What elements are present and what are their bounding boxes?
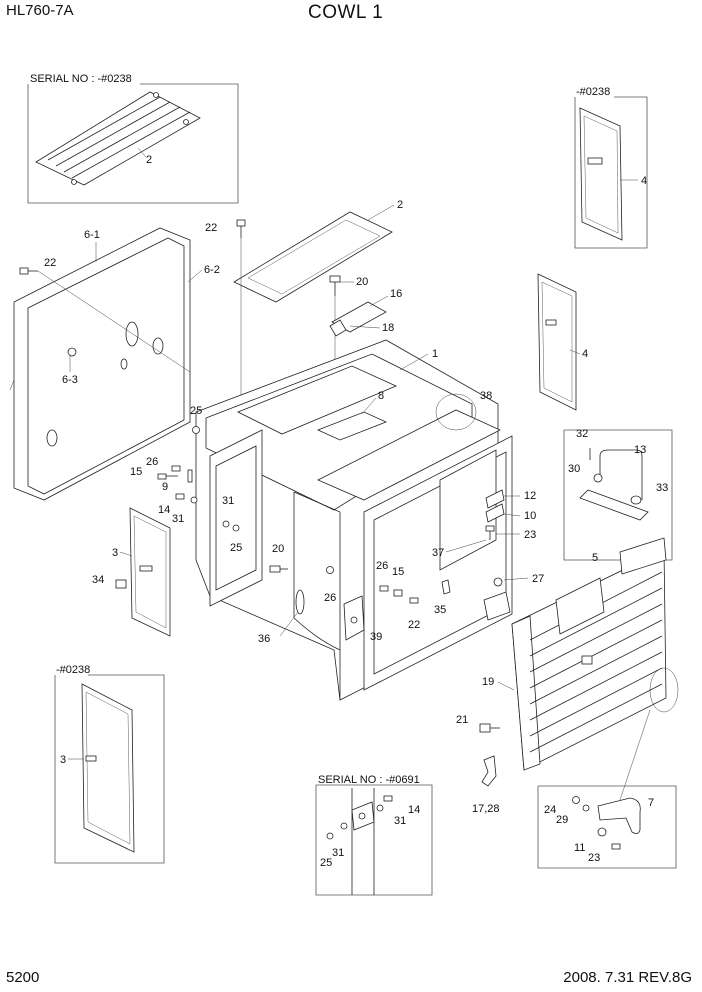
page-title: COWL 1 bbox=[308, 2, 384, 23]
model-label: HL760-7A bbox=[6, 2, 74, 19]
callout-22c: 22 bbox=[408, 619, 420, 631]
callout-19: 19 bbox=[482, 676, 494, 688]
revision-date: 2008. 7.31 REV.8G bbox=[563, 969, 692, 986]
callout-9: 9 bbox=[162, 481, 168, 493]
callout-32: 32 bbox=[576, 428, 588, 440]
callout-3a: 3 bbox=[112, 547, 118, 559]
bracket-18 bbox=[329, 319, 347, 337]
callout-14a: 14 bbox=[158, 504, 170, 516]
callout-31d: 31 bbox=[332, 847, 344, 859]
callout-10: 10 bbox=[524, 510, 536, 522]
callout-24: 24 bbox=[544, 804, 556, 816]
callout-36: 36 bbox=[258, 633, 270, 645]
callout-1: 1 bbox=[432, 348, 438, 360]
callout-17-28: 17,28 bbox=[472, 803, 500, 815]
callout-16: 16 bbox=[390, 288, 402, 300]
callout-15a: 15 bbox=[130, 466, 142, 478]
inset-door-4-top bbox=[574, 96, 648, 249]
serial-label-top: SERIAL NO : -#0238 bbox=[30, 73, 132, 85]
callout-6-2: 6-2 bbox=[204, 264, 220, 276]
inset-serial-top bbox=[27, 83, 239, 204]
callout-23a: 23 bbox=[524, 529, 536, 541]
callout-2a: 2 bbox=[146, 154, 152, 166]
side-panel-6 bbox=[9, 227, 191, 501]
callout-34: 34 bbox=[92, 574, 104, 586]
callout-25a: 25 bbox=[190, 405, 202, 417]
callout-6-1: 6-1 bbox=[84, 229, 100, 241]
serial-label-right: -#0238 bbox=[576, 86, 610, 98]
callout-26a: 26 bbox=[146, 456, 158, 468]
callout-3b: 3 bbox=[60, 754, 66, 766]
latch-34 bbox=[115, 579, 127, 589]
callout-27: 27 bbox=[532, 573, 544, 585]
callout-13: 13 bbox=[634, 444, 646, 456]
inset-door-3-bottom bbox=[54, 674, 165, 864]
callout-25b: 25 bbox=[230, 542, 242, 554]
callout-35: 35 bbox=[434, 604, 446, 616]
inset-handle-13 bbox=[563, 429, 673, 561]
callout-18: 18 bbox=[382, 322, 394, 334]
top-grill bbox=[233, 211, 393, 303]
serial-label-bottom: SERIAL NO : -#0691 bbox=[318, 774, 420, 786]
callout-15b: 15 bbox=[392, 566, 404, 578]
callout-26b: 26 bbox=[324, 592, 336, 604]
callout-20a: 20 bbox=[356, 276, 368, 288]
door-3-left bbox=[129, 507, 171, 637]
callout-12: 12 bbox=[524, 490, 536, 502]
callout-14b: 14 bbox=[408, 804, 420, 816]
callout-31b: 31 bbox=[222, 495, 234, 507]
callout-38: 38 bbox=[480, 390, 492, 402]
hardware-left bbox=[157, 426, 288, 573]
callout-21: 21 bbox=[456, 714, 468, 726]
bolt-21 bbox=[479, 723, 500, 733]
callout-31c: 31 bbox=[394, 815, 406, 827]
callout-20b: 20 bbox=[272, 543, 284, 555]
callout-37: 37 bbox=[432, 547, 444, 559]
callout-2b: 2 bbox=[397, 199, 403, 211]
serial-label-left: -#0238 bbox=[56, 664, 90, 676]
callout-23b: 23 bbox=[588, 852, 600, 864]
callout-22b: 22 bbox=[44, 257, 56, 269]
radiator-grille-5 bbox=[511, 537, 679, 771]
callout-33: 33 bbox=[656, 482, 668, 494]
callout-11: 11 bbox=[574, 842, 585, 854]
inset-latch-7 bbox=[537, 785, 677, 869]
bolt-22-top bbox=[236, 219, 246, 398]
callout-31a: 31 bbox=[172, 513, 184, 525]
callout-6-3: 6-3 bbox=[62, 374, 78, 386]
callout-29: 29 bbox=[556, 814, 568, 826]
page-number: 5200 bbox=[6, 969, 40, 986]
cowl-body-1 bbox=[195, 339, 513, 701]
hardware-right bbox=[483, 489, 511, 621]
hardware-center bbox=[326, 566, 451, 641]
door-4-right bbox=[537, 273, 577, 411]
callout-5: 5 bbox=[592, 552, 598, 564]
callout-4a: 4 bbox=[641, 175, 647, 187]
callout-26c: 26 bbox=[376, 560, 388, 572]
inset-serial-bottom bbox=[315, 784, 433, 896]
callout-4b: 4 bbox=[582, 348, 588, 360]
callout-7: 7 bbox=[648, 797, 654, 809]
callout-8: 8 bbox=[378, 390, 384, 402]
callout-39: 39 bbox=[370, 631, 382, 643]
callout-22a: 22 bbox=[205, 222, 217, 234]
callout-30: 30 bbox=[568, 463, 580, 475]
latch-17-28 bbox=[481, 755, 497, 787]
bolt-22-left bbox=[19, 267, 38, 275]
detail-circle-38 bbox=[435, 393, 477, 431]
callout-25c: 25 bbox=[320, 857, 332, 869]
